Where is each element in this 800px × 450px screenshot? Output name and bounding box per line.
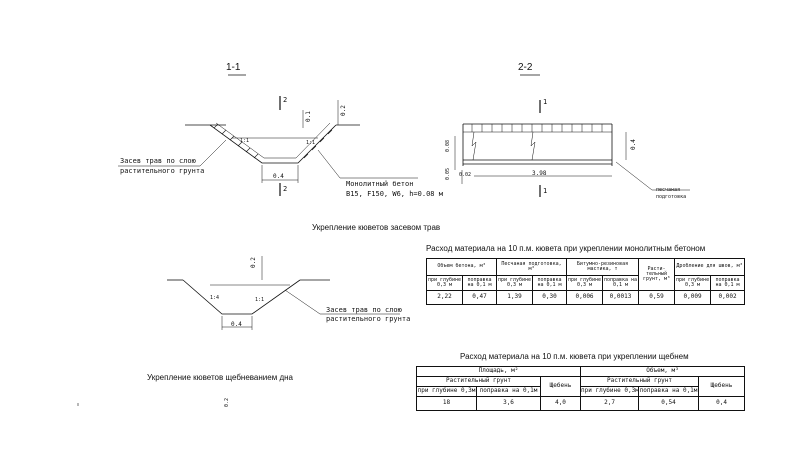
slope-hatching (213, 123, 333, 159)
slope-b-label-3: 1:1 (255, 297, 265, 303)
section-2-2-drawing (454, 74, 690, 197)
t1-cell: 0,47 (461, 290, 498, 305)
t2-gravel-a: Щебень (539, 376, 582, 397)
section-1-mark-top: 2 (283, 96, 288, 104)
t1-cell: 0,30 (532, 290, 568, 305)
t2-sub-2: при глубине 0,3м (580, 386, 640, 397)
sand-note-line2: подготовка (656, 194, 687, 200)
lining-inner (215, 122, 331, 159)
t1-sub-1: поправка на 0,1 м (461, 275, 498, 291)
caption-seeding: Укрепление кюветов засевом трав (312, 223, 441, 232)
t1-cell: 1,39 (496, 290, 534, 305)
t2-cell: 0,54 (638, 396, 700, 411)
dim-398-label: 3.98 (532, 170, 547, 177)
dim-02-label: 0.2 (340, 105, 347, 116)
caption-gravel: Укрепление кюветов щебневанием дна (147, 373, 293, 382)
t1-sub-2: при глубине 0,3 м (496, 275, 534, 291)
joint-ticks (471, 124, 603, 132)
t1-header-concrete: Объем бетона, м³ (425, 258, 498, 276)
sand-leader (615, 161, 690, 191)
t1-sub-5: поправка на 0,1 м (602, 275, 640, 291)
slope-a-label-3: 1:4 (210, 295, 220, 301)
concrete-note-line1: Монолитный бетон (346, 180, 414, 188)
t1-cell: 0,009 (674, 290, 712, 305)
section-1-1-title: 1-1 (226, 62, 241, 73)
ditch-profile (209, 124, 337, 164)
seeding-leader (118, 139, 227, 167)
ditch-profile-3 (182, 279, 301, 315)
slope-a-label: 1:1 (240, 138, 250, 144)
t2-soil-header-b: Растительный грунт (580, 376, 700, 387)
dim-02-label-3: 0.2 (250, 257, 257, 268)
section-3-drawing (77, 256, 400, 406)
t2-cell: 18 (416, 396, 477, 411)
t2-area-header: Площадь, м² (415, 366, 582, 377)
t1-header-soil: Расти-тельный грунт, м³ (638, 258, 676, 291)
table-gravel: Площадь, м² Объем, м³ Растительный грунт… (415, 366, 746, 411)
concrete-leader (317, 149, 418, 179)
table1-title: Расход материала на 10 п.м. кювета при у… (426, 244, 706, 253)
t2-volume-header: Объем, м³ (580, 366, 746, 377)
section-1-mark-bottom: 2 (283, 185, 288, 193)
t2-cell: 4,0 (539, 396, 582, 411)
t1-header-sand: Песчаная подготовка, м³ (496, 258, 568, 276)
section-1-1-drawing (118, 74, 418, 196)
seeding-note-line2: растительного грунта (120, 167, 205, 175)
t2-data-row: 18 3,6 4,0 2,7 0,54 0,4 (416, 396, 746, 411)
t1-cell: 2,22 (426, 290, 463, 305)
dim-008-label: 0.08 (445, 139, 451, 152)
dim-04-label: 0.4 (630, 139, 637, 150)
t1-cell: 0,002 (710, 290, 746, 305)
t1-sub-4: при глубине 0,3 м (566, 275, 604, 291)
dim-005-label: 0.05 (445, 167, 451, 180)
section-2-mark-bottom: 1 (543, 187, 548, 195)
seeding-note-line1: Засев трав по слою (120, 157, 196, 165)
t2-sub-1: поправка на 0,1м (476, 386, 541, 397)
t2-gravel-b: Щебень (698, 376, 746, 397)
t1-cell: 0,006 (566, 290, 604, 305)
t1-header-joints: Дробление для швов, м³ (674, 258, 746, 276)
t1-sub-3: поправка на 0,1 м (532, 275, 568, 291)
table-concrete: Объем бетона, м³ Песчаная подготовка, м³… (425, 258, 746, 305)
break-lines (471, 131, 536, 161)
width-label-3: 0.4 (231, 321, 242, 328)
t1-sub-6: при глубине 0,3 м (674, 275, 712, 291)
slope-b-label: 1:1 (306, 140, 316, 146)
t2-cell: 3,6 (476, 396, 541, 411)
t1-data-row: 2,22 0,47 1,39 0,30 0,006 0,0013 0,59 0,… (426, 290, 746, 305)
t2-soil-header-a: Растительный грунт (416, 376, 541, 387)
t1-sub-0: при глубине 0,3 м (426, 275, 463, 291)
t2-cell: 0,4 (698, 396, 746, 411)
section-2-mark-top: 1 (543, 98, 548, 106)
dim-bottom-label: 0.2 (224, 397, 230, 407)
table2-title: Расход материала на 10 п.м. кювета при у… (460, 352, 689, 361)
t1-header-mastic: Битумно-резиновая мастика, т (566, 258, 640, 276)
t1-cell: 0,59 (638, 290, 676, 305)
width-label: 0.4 (273, 173, 284, 180)
dim-002-label: 0.02 (459, 172, 472, 178)
section-2-2-title: 2-2 (518, 62, 533, 73)
sand-note-line1: песчаная (656, 187, 681, 193)
seeding-note-3-line2: растительного грунта (326, 315, 411, 323)
t2-sub-3: поправка на 0,1м (638, 386, 700, 397)
t2-cell: 2,7 (580, 396, 640, 411)
concrete-note-line2: B15, F150, W6, h=0.08 м (346, 190, 443, 198)
seeding-note-3-line1: Засев трав по слою (326, 306, 402, 314)
t1-cell: 0,0013 (602, 290, 640, 305)
dim-01-label: 0.1 (305, 111, 312, 122)
t2-sub-0: при глубине 0,3м (416, 386, 477, 397)
t1-sub-7: поправка на 0,1 м (710, 275, 746, 291)
seeding-leader-3 (284, 289, 400, 315)
